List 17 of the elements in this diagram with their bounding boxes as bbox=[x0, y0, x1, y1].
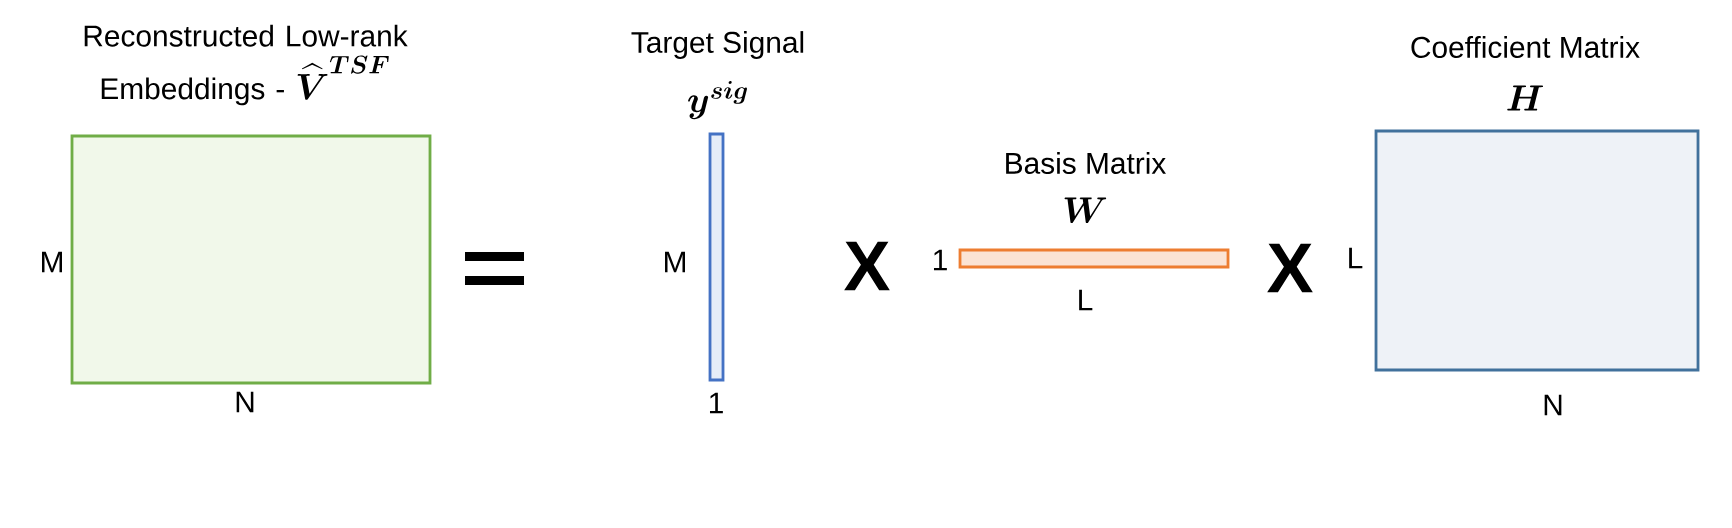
dimension-label: N bbox=[1544, 394, 1562, 416]
matrix-title: Coefficient Matrix bbox=[1411, 36, 1640, 58]
matrix-title: Target Signal bbox=[631, 31, 804, 59]
dimension-label: N bbox=[236, 391, 254, 413]
dimension-label: M bbox=[665, 251, 685, 273]
matrix-symbol: $\boldsymbol{H}$ bbox=[1507, 85, 1544, 111]
dimension-label: M bbox=[42, 251, 62, 273]
matrix-symbol: $\boldsymbol{y}^{\boldsymbol{sig}}$ bbox=[688, 81, 747, 120]
dimension-label: 1 bbox=[710, 392, 723, 414]
dimension-label: 1 bbox=[934, 249, 947, 271]
multiply-sign: X bbox=[844, 241, 890, 291]
dimension-label: L bbox=[1079, 289, 1093, 311]
matrix-title: Basis Matrix bbox=[1006, 152, 1166, 174]
matrix-symbol: $\boldsymbol{W}$ bbox=[1064, 197, 1107, 224]
dimension-label: L bbox=[1349, 247, 1363, 269]
multiply-sign: X bbox=[1267, 243, 1313, 293]
matrix-title: Reconstructed Low-rank Embeddings - $\widehat{\boldsymbol{V}}^{\boldsymbol{TSF}}$ bbox=[84, 24, 408, 106]
